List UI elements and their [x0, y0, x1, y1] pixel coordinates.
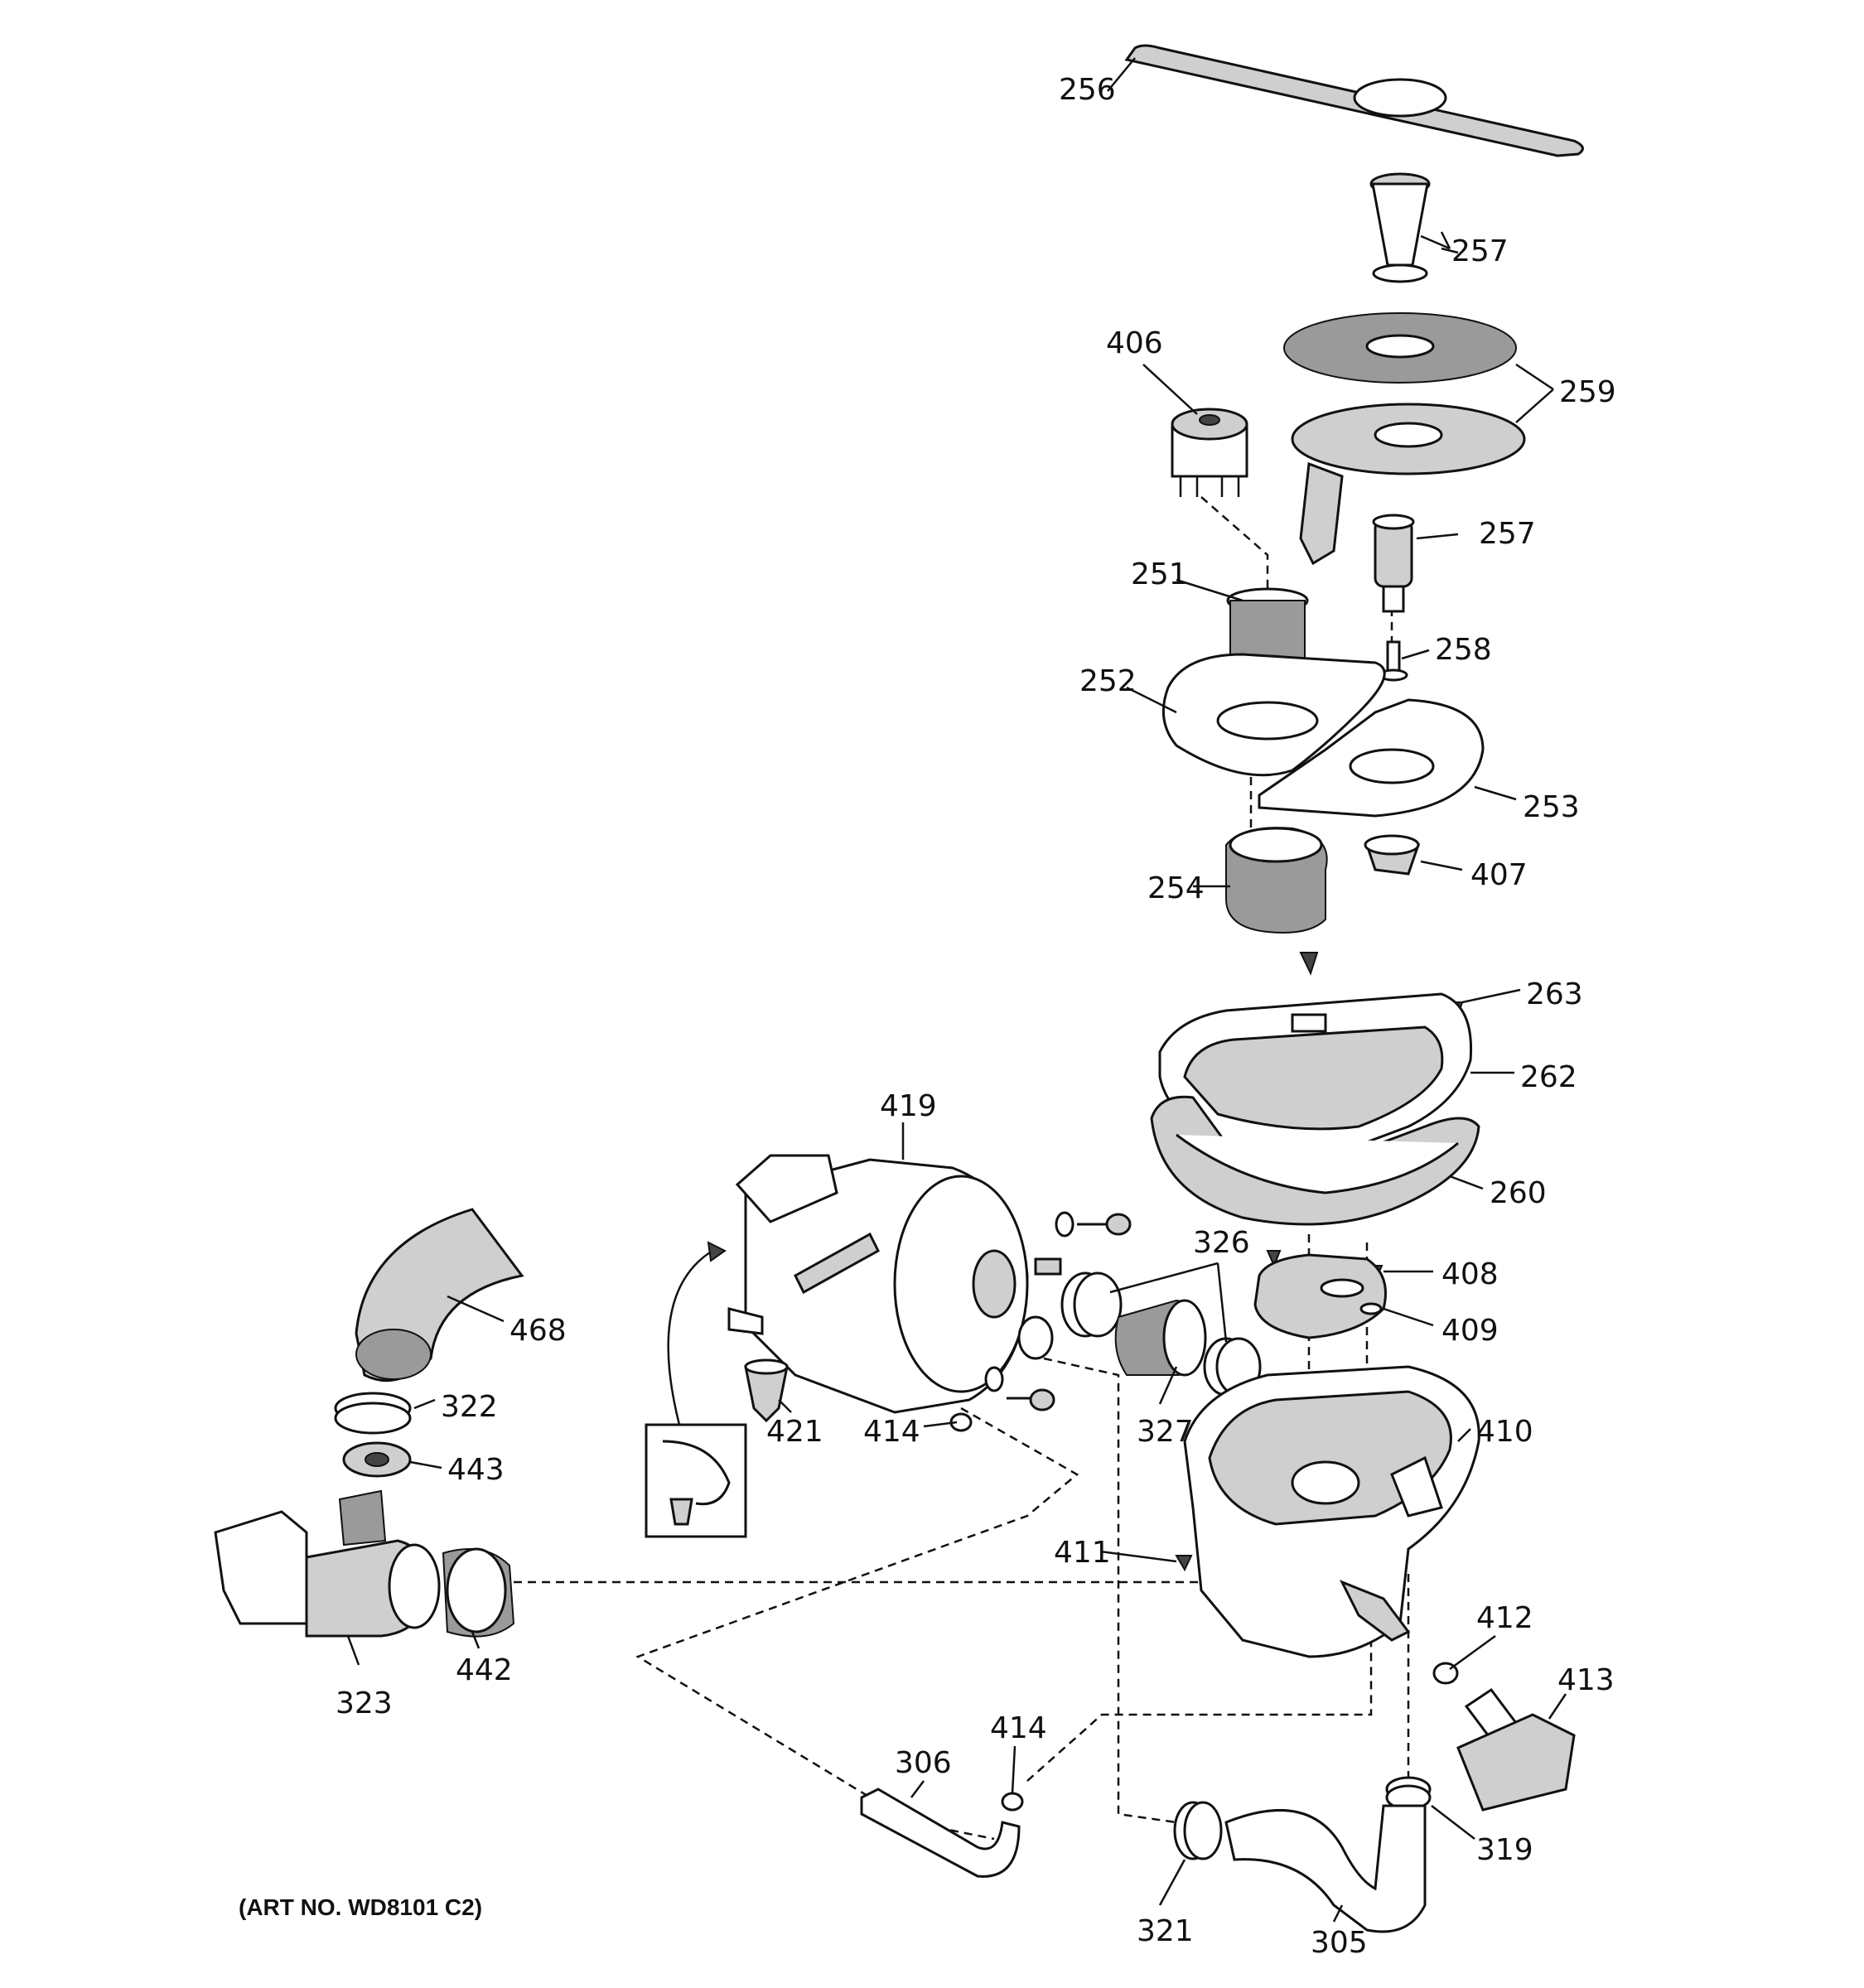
label-327: 327	[1137, 1415, 1194, 1449]
label-409: 409	[1441, 1314, 1499, 1348]
label-421: 421	[766, 1415, 823, 1449]
drain-pump-323	[214, 1489, 441, 1638]
leader-lines	[346, 57, 1567, 1923]
motor-screws	[984, 1211, 1132, 1411]
label-257-top: 257	[1451, 234, 1509, 268]
art-number: (ART NO. WD8101 C2)	[239, 1894, 482, 1920]
label-406: 406	[1106, 326, 1163, 360]
label-326: 326	[1193, 1226, 1250, 1260]
label-443: 443	[447, 1453, 505, 1487]
boot-442	[442, 1547, 515, 1638]
sensor-413	[1456, 1687, 1576, 1812]
label-262: 262	[1520, 1060, 1577, 1094]
label-323: 323	[336, 1686, 393, 1720]
label-419: 419	[880, 1089, 937, 1123]
clamp-321	[1173, 1801, 1223, 1860]
label-414-upper: 414	[863, 1415, 920, 1449]
soil-sensor-406	[1171, 408, 1248, 497]
label-319: 319	[1476, 1833, 1533, 1867]
label-258: 258	[1435, 633, 1492, 667]
cap-407	[1364, 834, 1421, 876]
label-252: 252	[1079, 664, 1137, 698]
hose-306	[860, 1788, 1021, 1878]
screw-411	[1175, 1555, 1193, 1572]
label-251: 251	[1131, 557, 1188, 591]
label-468: 468	[509, 1314, 567, 1348]
label-410: 410	[1476, 1415, 1533, 1449]
label-306: 306	[895, 1746, 952, 1780]
label-305: 305	[1311, 1926, 1368, 1960]
sump-410	[1183, 1365, 1480, 1658]
clamp-414-bottom	[1001, 1792, 1024, 1812]
grommet-443	[342, 1441, 412, 1478]
gasket-252	[1161, 653, 1386, 777]
label-254: 254	[1147, 871, 1205, 905]
hose-327	[1114, 1299, 1207, 1377]
spray-arm-256	[1124, 44, 1584, 157]
label-256: 256	[1059, 73, 1116, 107]
hose-468	[355, 1208, 524, 1382]
label-263: 263	[1526, 977, 1583, 1011]
label-257-lower: 257	[1479, 517, 1536, 551]
label-411: 411	[1054, 1536, 1111, 1570]
hose-305	[1224, 1804, 1427, 1933]
clamp-319	[1385, 1776, 1432, 1811]
seal-260	[1150, 1095, 1480, 1226]
manifold-257-top	[1369, 172, 1431, 283]
nozzle-421	[744, 1358, 789, 1423]
label-408: 408	[1441, 1257, 1499, 1291]
label-260: 260	[1490, 1176, 1547, 1210]
label-407: 407	[1470, 858, 1528, 892]
cover-409	[1253, 1253, 1387, 1339]
label-259: 259	[1559, 375, 1616, 409]
detail-inset	[645, 1241, 747, 1538]
gasket-253	[1258, 698, 1485, 818]
filter-259	[1283, 312, 1526, 566]
label-322: 322	[441, 1390, 498, 1424]
filter-254	[1225, 827, 1328, 934]
label-442: 442	[456, 1653, 513, 1687]
part-labels: 256 257 259 406 257 251 258 252 253 254 …	[336, 73, 1616, 1960]
label-412: 412	[1476, 1601, 1533, 1635]
motor-419	[727, 1154, 1062, 1414]
label-414-bottom: 414	[990, 1711, 1047, 1745]
clamp-322	[334, 1392, 412, 1435]
label-321: 321	[1137, 1914, 1194, 1948]
label-253: 253	[1523, 790, 1580, 824]
clamp-326-a	[1060, 1271, 1123, 1338]
housing-262	[1158, 992, 1473, 1156]
manifold-257-lower	[1372, 514, 1415, 613]
label-413: 413	[1557, 1663, 1615, 1697]
